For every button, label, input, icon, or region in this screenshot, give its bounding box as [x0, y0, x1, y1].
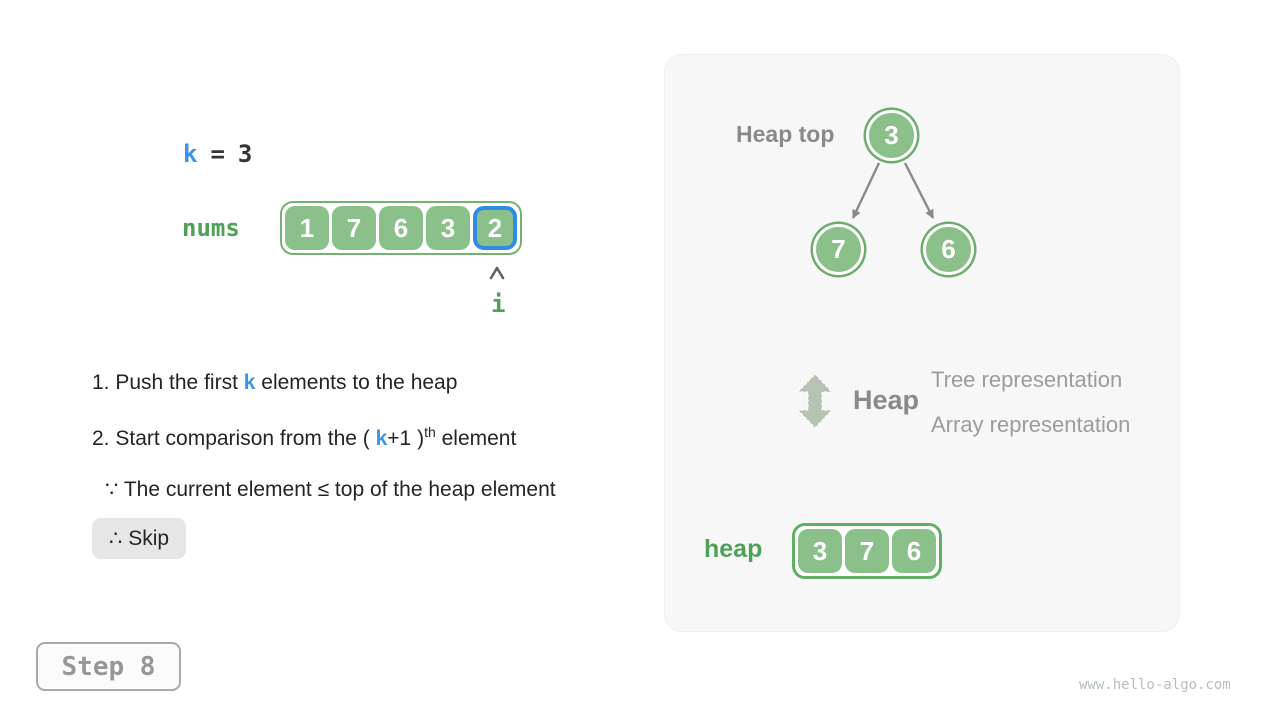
heap-visualization-panel: Heap top 3 7 6 Heap Tree representation …: [664, 54, 1180, 632]
equals-sign: =: [210, 140, 225, 168]
note-start-comparison: 2. Start comparison from the ( k+1 )th e…: [92, 424, 516, 451]
nums-cell-1: 7: [332, 206, 376, 250]
heap-top-label: Heap top: [736, 121, 835, 147]
k-variable: k: [183, 140, 198, 168]
heap-tree-node-right-child: 6: [923, 224, 974, 275]
nums-cell-2: 6: [379, 206, 423, 250]
nums-array: 1 7 6 3 2: [280, 201, 522, 255]
website-watermark: www.hello-algo.com: [1079, 677, 1231, 693]
heap-tree-node-root: 3: [866, 110, 917, 161]
heap-cell-2: 6: [892, 529, 936, 573]
index-pointer-label: i: [491, 290, 506, 318]
heap-tree-node-left-child: 7: [813, 224, 864, 275]
nums-cell-0: 1: [285, 206, 329, 250]
note1-text: 1. Push the first: [92, 371, 244, 394]
note2-text-end: element: [435, 427, 517, 450]
up-down-arrow-icon: [797, 373, 833, 429]
note-push-first-k: 1. Push the first k elements to the heap: [92, 371, 457, 395]
conclusion-skip-chip: ∴ Skip: [92, 518, 187, 559]
heap-cell-1: 7: [845, 529, 889, 573]
heap-array: 3 7 6: [792, 523, 942, 579]
heap-cell-0: 3: [798, 529, 842, 573]
note1-text-end: elements to the heap: [255, 371, 458, 394]
heap-legend-title: Heap: [853, 385, 920, 415]
index-pointer-caret-icon: [489, 266, 505, 280]
k-assignment: k = 3: [183, 140, 252, 168]
step-badge: Step 8: [36, 642, 181, 691]
note-because-condition: ∵ The current element ≤ top of the heap …: [105, 478, 556, 501]
note2-th-superscript: th: [424, 424, 436, 440]
array-representation-label: Array representation: [931, 412, 1131, 437]
nums-cell-4-highlighted: 2: [473, 206, 517, 250]
note2-text: 2. Start comparison from the (: [92, 427, 376, 450]
note2-k-variable: k: [375, 427, 388, 450]
nums-cell-3: 3: [426, 206, 470, 250]
k-value: 3: [237, 140, 253, 168]
note1-k-variable: k: [243, 371, 256, 394]
nums-array-label: nums: [182, 214, 240, 242]
note2-text-mid: +1 ): [387, 427, 425, 450]
tree-representation-label: Tree representation: [931, 367, 1123, 392]
heap-array-label: heap: [704, 535, 763, 563]
